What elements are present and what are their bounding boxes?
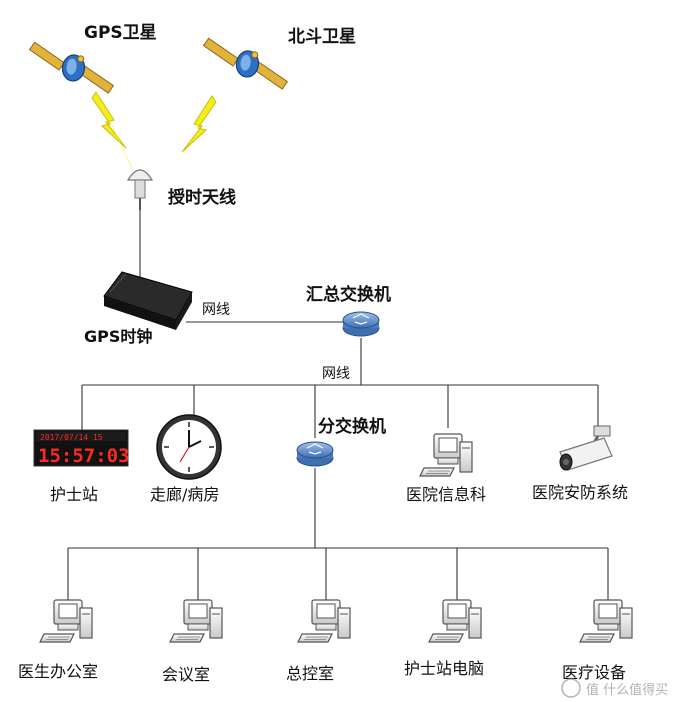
doctor-office-computer-icon xyxy=(39,599,93,643)
control-room-computer-icon xyxy=(297,599,351,643)
control-room-label: 总控室 xyxy=(286,664,334,683)
gps-clock-label: GPS时钟 xyxy=(84,327,152,346)
medical-device-computer-icon xyxy=(579,599,633,643)
beidou-satellite-icon xyxy=(198,37,293,91)
sub-switch-icon xyxy=(296,441,334,467)
lightning-right-icon xyxy=(181,95,217,153)
nurse-pc-computer-icon xyxy=(428,599,482,643)
meeting-room-computer-icon xyxy=(169,599,223,643)
security-camera-icon xyxy=(559,425,613,471)
medical-device-label: 医疗设备 xyxy=(562,663,626,682)
corridor-label: 走廊/病房 xyxy=(150,485,219,504)
cable-label-2: 网线 xyxy=(322,366,350,382)
info-dept-label: 医院信息科 xyxy=(406,485,486,504)
nurse-station-label: 护士站 xyxy=(50,485,98,504)
meeting-room-label: 会议室 xyxy=(162,665,210,684)
sub-switch-label: 分交换机 xyxy=(318,416,386,437)
antenna-icon xyxy=(126,169,154,210)
gps-satellite-icon xyxy=(24,41,119,95)
connection-lines xyxy=(67,210,609,600)
cable-label-1: 网线 xyxy=(202,302,230,318)
led-time-text: 15:57:03 xyxy=(38,445,130,467)
info-dept-computer-icon xyxy=(419,433,473,477)
antenna-label: 授时天线 xyxy=(168,187,236,208)
beidou-satellite-label: 北斗卫星 xyxy=(288,27,356,47)
watermark: 值 什么值得买 xyxy=(561,678,668,698)
gps-satellite-label: GPS卫星 xyxy=(84,23,157,43)
led-date-text: 2017/07/14 15 xyxy=(40,433,103,442)
security-label: 医院安防系统 xyxy=(532,483,628,502)
main-switch-label: 汇总交换机 xyxy=(306,284,391,305)
nurse-pc-label: 护士站电脑 xyxy=(404,659,484,678)
led-clock-display-icon: 2017/07/14 15 15:57:03 xyxy=(33,429,130,467)
wall-clock-icon xyxy=(156,414,222,480)
main-switch-icon xyxy=(342,311,380,337)
gps-clock-device-icon xyxy=(103,271,193,330)
doctor-office-label: 医生办公室 xyxy=(18,662,98,681)
watermark-text: 值 什么值得买 xyxy=(586,682,668,698)
